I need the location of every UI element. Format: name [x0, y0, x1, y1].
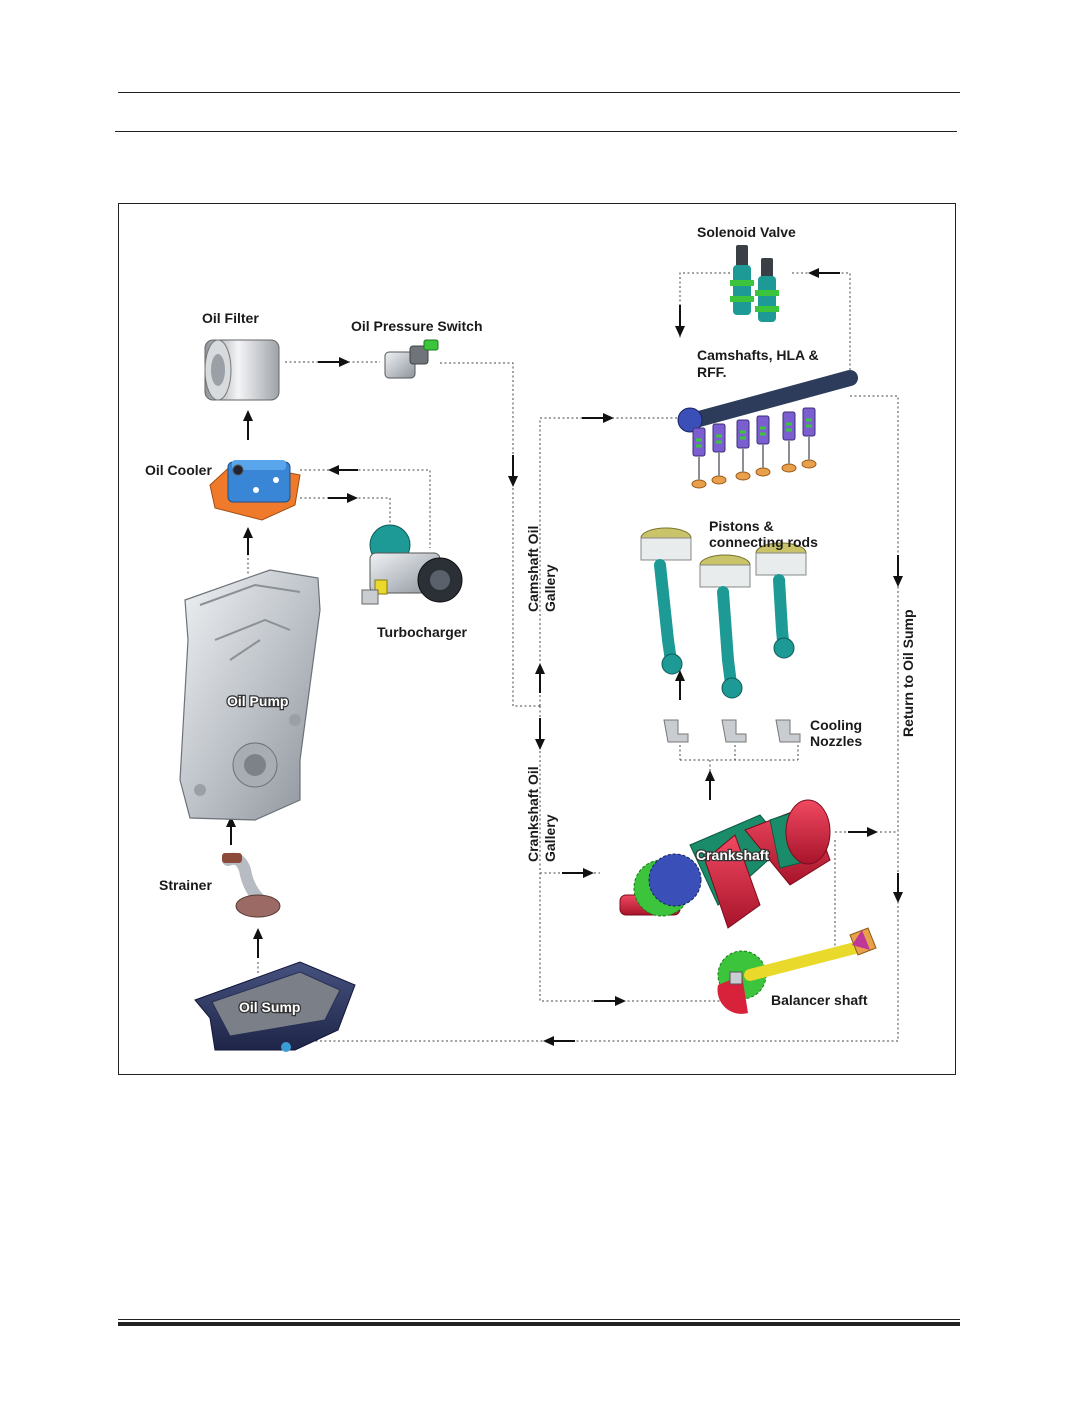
piston: [640, 527, 692, 675]
arrow-down: [675, 305, 685, 337]
flow-crank-gallery: [539, 706, 720, 1002]
arrow-up: [226, 816, 236, 845]
strainer-icon: [222, 852, 281, 918]
arrow-right: [594, 996, 626, 1006]
piston: [755, 542, 807, 659]
oil-cooler-icon: [209, 460, 301, 521]
label-strainer: Strainer: [159, 877, 212, 893]
flow-nozzle-manifold: [679, 745, 799, 761]
label-oil-filter: Oil Filter: [202, 310, 259, 326]
flow-switch-to-gallery: [440, 362, 540, 707]
arrow-up: [243, 527, 253, 555]
label-camshafts-line1: Camshafts, HLA &: [697, 347, 819, 363]
arrow-down: [535, 718, 545, 750]
solenoid-valve-icon: [730, 245, 779, 322]
header-rule-top: [118, 92, 960, 93]
diagram-frame: [118, 203, 956, 1075]
pistons-icon: [640, 527, 807, 699]
arrow-right: [848, 827, 878, 837]
flow-arrows: [226, 268, 903, 1046]
label-crankshaft: Crankshaft: [696, 847, 769, 863]
arrow-left: [328, 465, 358, 475]
turbocharger-icon: [361, 524, 463, 605]
arrow-up: [705, 770, 715, 800]
arrow-right: [582, 413, 614, 423]
arrow-up: [253, 928, 263, 958]
label-cooling-line1: Cooling: [810, 717, 862, 733]
label-camshaft-gallery-line2: Gallery: [542, 564, 558, 612]
label-return-to-sump: Return to Oil Sump: [900, 609, 916, 737]
header-rule-bottom: [115, 131, 957, 132]
arrow-left: [543, 1036, 575, 1046]
label-oil-pump: Oil Pump: [227, 693, 288, 709]
arrow-right: [318, 357, 350, 367]
flow-turbo-return: [300, 469, 431, 548]
label-camshafts-line2: RFF.: [697, 364, 727, 380]
oil-filter-icon: [204, 339, 280, 401]
arrow-down: [893, 555, 903, 587]
label-oil-sump: Oil Sump: [239, 999, 300, 1015]
crankshaft-icon: [619, 799, 831, 929]
label-oil-pressure-switch: Oil Pressure Switch: [351, 318, 483, 334]
label-solenoid-valve: Solenoid Valve: [697, 224, 796, 240]
label-pistons-line1: Pistons &: [709, 518, 774, 534]
label-crankshaft-gallery-line2: Gallery: [542, 814, 558, 862]
flow-return-right: [285, 395, 899, 1042]
oil-sump-icon: [194, 961, 356, 1052]
balancer-shaft-icon: [717, 927, 877, 1014]
label-pistons-line2: connecting rods: [709, 534, 818, 550]
arrow-down: [893, 873, 903, 903]
labels: Solenoid Valve Oil Filter Oil Pressure S…: [145, 224, 916, 1016]
arrow-up: [243, 410, 253, 440]
piston: [699, 554, 751, 699]
arrow-down: [508, 455, 518, 487]
arrow-right: [328, 493, 358, 503]
oil-pressure-switch-icon: [384, 339, 439, 379]
cooling-nozzles-icon: [663, 719, 801, 743]
arrow-left: [808, 268, 840, 278]
camshafts-icon: [677, 370, 858, 489]
label-cooling-line2: Nozzles: [810, 733, 862, 749]
flow-cooler-to-turbo: [300, 497, 391, 530]
flow-solenoid-down: [679, 272, 730, 340]
arrow-right: [562, 868, 594, 878]
label-crankshaft-gallery-line1: Crankshaft Oil: [525, 766, 541, 862]
label-balancer-shaft: Balancer shaft: [771, 992, 868, 1008]
footer-rule-thick: [118, 1322, 960, 1326]
label-oil-cooler: Oil Cooler: [145, 462, 212, 478]
footer-rule-thin: [118, 1319, 960, 1320]
oil-pump-icon: [179, 569, 321, 821]
label-turbocharger: Turbocharger: [377, 624, 468, 640]
arrow-up: [535, 663, 545, 693]
flow-gallery-to-camshafts: [539, 417, 680, 706]
arrow-up: [675, 670, 685, 700]
label-camshaft-gallery-line1: Camshaft Oil: [525, 526, 541, 612]
